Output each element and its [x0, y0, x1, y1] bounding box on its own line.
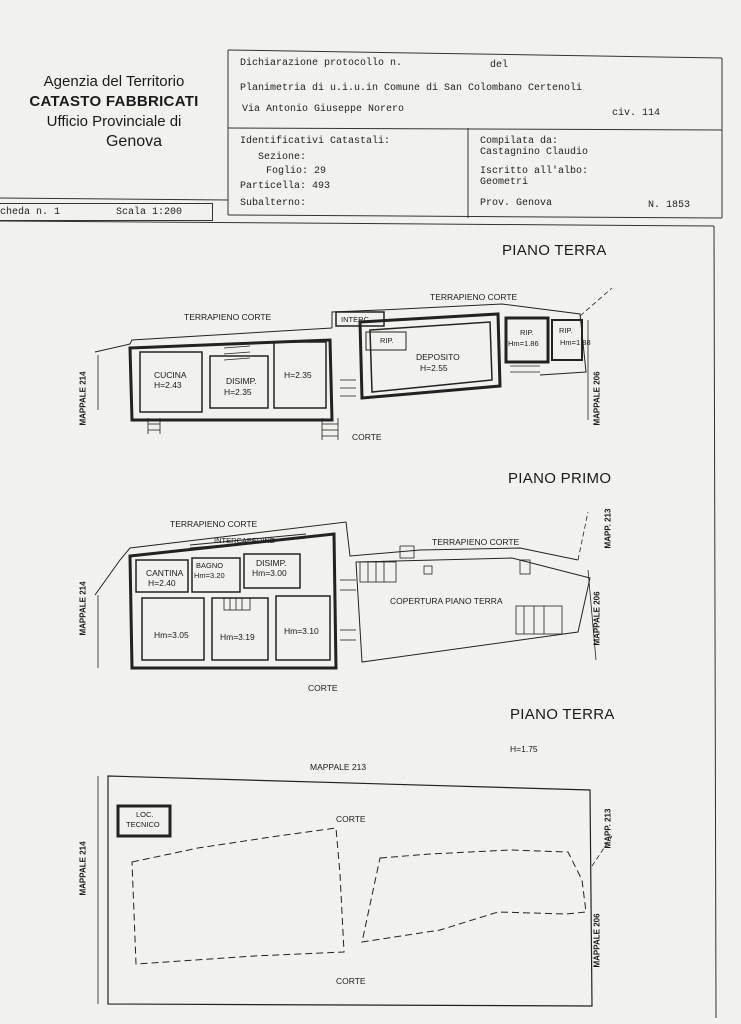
floor3-plan: [97, 775, 613, 1007]
floor2-intercapedine: INTERCAPEDINE: [214, 536, 275, 545]
floor2-copertura: COPERTURA PIANO TERRA: [390, 596, 503, 606]
floor1-rip2-h: Hm=1.86: [508, 339, 539, 348]
floor2-corte: CORTE: [308, 683, 338, 693]
floor1-disimp: DISIMP.: [226, 376, 257, 386]
scheda-number: cheda n. 1: [0, 207, 61, 218]
floor2-terrapieno-left: TERRAPIENO CORTE: [170, 519, 258, 529]
foglio-field: Foglio: 29: [266, 166, 327, 177]
declaration-label: Dichiarazione protocollo n.: [240, 58, 403, 69]
floor3-mappale-right: MAPPALE 206: [592, 913, 602, 968]
agency-block: Agenzia del Territorio CATASTO FABBRICAT…: [0, 72, 228, 152]
planimetria-line: Planimetria di u.i.u.in Comune di San Co…: [240, 83, 583, 94]
floor2-mappale-left: MAPPALE 214: [78, 581, 88, 636]
compilata-label: Compilata da:: [480, 136, 559, 147]
floor2-mappale-right: MAPPALE 206: [592, 591, 602, 646]
floor2-room2-h: Hm=3.19: [220, 632, 255, 642]
sezione-field: Sezione:: [258, 152, 307, 163]
scheda-box: [0, 203, 213, 221]
floor1-deposito: DEPOSITO: [416, 352, 460, 362]
identificativi-label: Identificativi Catastali:: [240, 136, 391, 147]
floor1-terrapieno-left: TERRAPIENO CORTE: [184, 312, 272, 322]
header-frame: [0, 49, 723, 219]
office-line: Ufficio Provinciale di: [46, 113, 182, 130]
floor1-room-h: H=2.35: [284, 370, 312, 380]
floor1-rip1: RIP.: [380, 336, 394, 345]
floor2-disimp: DISIMP.: [256, 558, 287, 568]
floor3-corte-bottom: CORTE: [336, 976, 366, 986]
floor1-terrapieno-right: TERRAPIENO CORTE: [430, 292, 518, 302]
civ-number: civ. 114: [612, 108, 661, 119]
floor1-rip2: RIP.: [520, 328, 534, 337]
floor1-rip3: RIP.: [559, 326, 573, 335]
declaration-del: del: [490, 60, 509, 71]
floor1-corte: CORTE: [352, 432, 382, 442]
floor2-bagno-h: Hm=3.20: [194, 571, 225, 580]
catasto-title: CATASTO FABBRICATI: [29, 93, 199, 110]
floor3-mappale-213: MAPP. 213: [603, 808, 613, 849]
scale-label: Scala 1:200: [116, 207, 183, 218]
agency-name: Agenzia del Territorio: [43, 73, 185, 90]
floor2-bagno: BAGNO: [196, 561, 224, 570]
floor3-loc-tecnico-1: LOC.: [136, 810, 154, 819]
floor3-mappale-top: MAPPALE 213: [310, 762, 367, 772]
compilatore-name: Castagnino Claudio: [480, 147, 589, 158]
floor3-title: PIANO TERRA: [510, 706, 615, 723]
floor2-disimp-h: Hm=3.00: [252, 568, 287, 578]
particella-field: Particella: 493: [240, 181, 331, 192]
address-line: Via Antonio Giuseppe Norero: [242, 104, 405, 115]
registration-number: N. 1853: [648, 200, 691, 211]
floor2-title: PIANO PRIMO: [508, 470, 612, 487]
floor3-mappale-left: MAPPALE 214: [78, 841, 88, 896]
floor1-mappale-left: MAPPALE 214: [78, 371, 88, 426]
floor1-plan: [94, 287, 613, 440]
floor1-interc: INTERC.: [341, 315, 371, 324]
floor3-height: H=1.75: [510, 744, 538, 754]
floor2-cantina-h: H=2.40: [148, 578, 176, 588]
floor1-cucina: CUCINA: [154, 370, 187, 380]
floor1-cucina-h: H=2.43: [154, 380, 182, 390]
floor2-room3-h: Hm=3.10: [284, 626, 319, 636]
floor2-mappale-213: MAPP. 213: [603, 508, 613, 549]
province: Prov. Genova: [480, 198, 553, 209]
subalterno-field: Subalterno:: [240, 198, 307, 209]
office-city: Genova: [105, 133, 163, 150]
floor2-room1-h: Hm=3.05: [154, 630, 189, 640]
floor2-terrapieno-right: TERRAPIENO CORTE: [432, 537, 520, 547]
sheet-frame: [0, 220, 717, 1019]
floor1-title: PIANO TERRA: [502, 242, 607, 259]
floor2-cantina: CANTINA: [146, 568, 184, 578]
floor1-disimp-h: H=2.35: [224, 387, 252, 397]
floor3-loc-tecnico-2: TECNICO: [126, 820, 160, 829]
iscritto-label: Iscritto all'albo:: [480, 166, 589, 177]
floor2-plan: [94, 511, 597, 670]
floor1-mappale-right: MAPPALE 206: [592, 371, 602, 426]
floor3-corte-top: CORTE: [336, 814, 366, 824]
floor1-deposito-h: H=2.55: [420, 363, 448, 373]
albo-name: Geometri: [480, 177, 529, 188]
floor1-rip3-h: Hm=1.88: [560, 338, 591, 347]
